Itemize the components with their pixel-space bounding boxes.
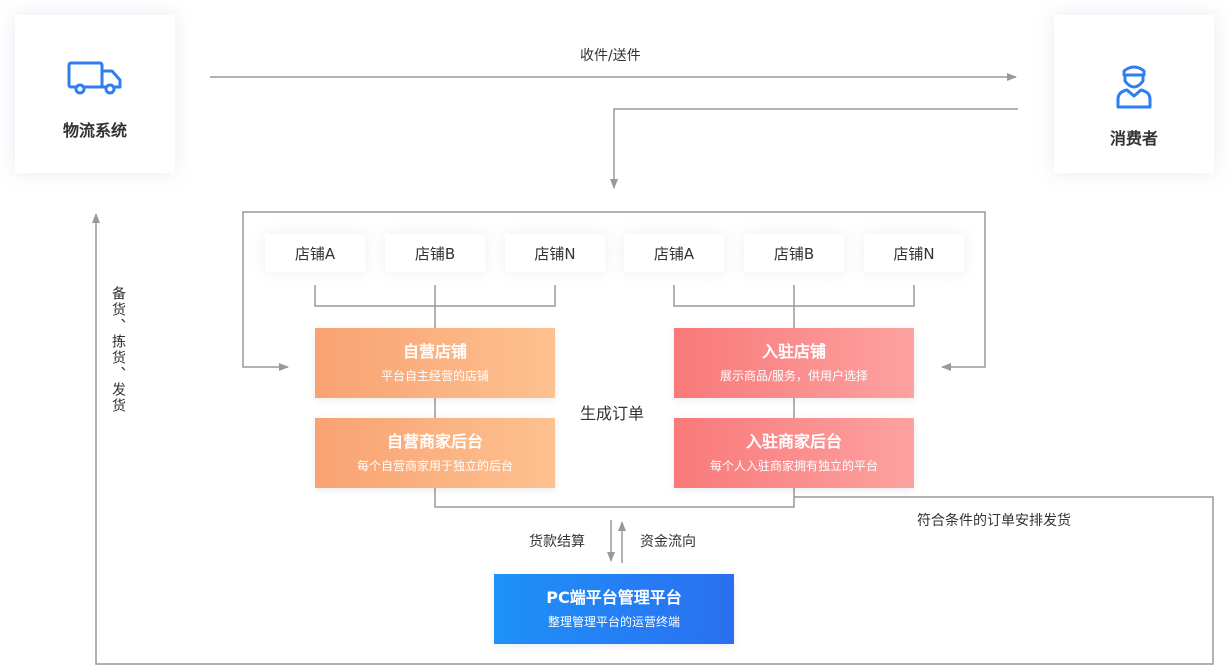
logistics-label: 物流系统 xyxy=(62,121,127,140)
ship-condition-label: 符合条件的订单安排发货 xyxy=(917,513,1071,529)
arrow-consumer-to-orders xyxy=(610,108,1018,189)
logistics-node: 物流系统 xyxy=(15,15,175,173)
settled-store-title: 入驻店铺 xyxy=(761,342,826,361)
self-store-subtitle: 平台自主经营的店铺 xyxy=(380,369,489,383)
settled-store-subtitle: 展示商品/服务，供用户选择 xyxy=(719,369,869,383)
consumer-label: 消费者 xyxy=(1109,129,1158,148)
stock-pick-ship-label: 备货、拣货、发货 xyxy=(110,286,126,414)
self-backend-box: 自营商家后台 每个自营商家用于独立的后台 xyxy=(315,418,555,488)
store-settled-n: 店铺N xyxy=(864,234,964,272)
self-backend-subtitle: 每个自营商家用于独立的后台 xyxy=(356,459,513,473)
settled-backend-title: 入驻商家后台 xyxy=(745,432,842,451)
generate-order-label: 生成订单 xyxy=(580,404,645,423)
frame-left xyxy=(242,211,614,371)
store-self-b: 店铺B xyxy=(385,234,485,272)
store-self-a: 店铺A xyxy=(265,234,365,272)
person-icon xyxy=(1116,65,1152,109)
payment-settle-label: 货款结算 xyxy=(529,534,585,550)
ship-loop xyxy=(92,213,1214,665)
self-backend-title: 自营商家后台 xyxy=(386,432,483,451)
bottom-bracket xyxy=(434,488,795,508)
consumer-node: 消费者 xyxy=(1054,15,1214,173)
frame-right xyxy=(614,211,986,371)
store-settled-a: 店铺A xyxy=(624,234,724,272)
pc-platform-box: PC端平台管理平台 整理管理平台的运营终端 xyxy=(494,574,734,644)
self-store-box: 自营店铺 平台自主经营的店铺 xyxy=(315,328,555,398)
settled-backend-subtitle: 每个人入驻商家拥有独立的平台 xyxy=(709,459,878,473)
settled-backend-box: 入驻商家后台 每个人入驻商家拥有独立的平台 xyxy=(674,418,914,488)
receive-send-label: 收件/送件 xyxy=(580,48,641,64)
self-store-title: 自营店铺 xyxy=(402,342,467,361)
truck-icon xyxy=(67,61,122,95)
settled-store-box: 入驻店铺 展示商品/服务，供用户选择 xyxy=(674,328,914,398)
store-self-n: 店铺N xyxy=(505,234,605,272)
store-settled-b: 店铺B xyxy=(744,234,844,272)
fund-flow-label: 资金流向 xyxy=(640,534,696,550)
pc-platform-subtitle: 整理管理平台的运营终端 xyxy=(547,615,680,629)
pc-platform-title: PC端平台管理平台 xyxy=(546,588,682,607)
